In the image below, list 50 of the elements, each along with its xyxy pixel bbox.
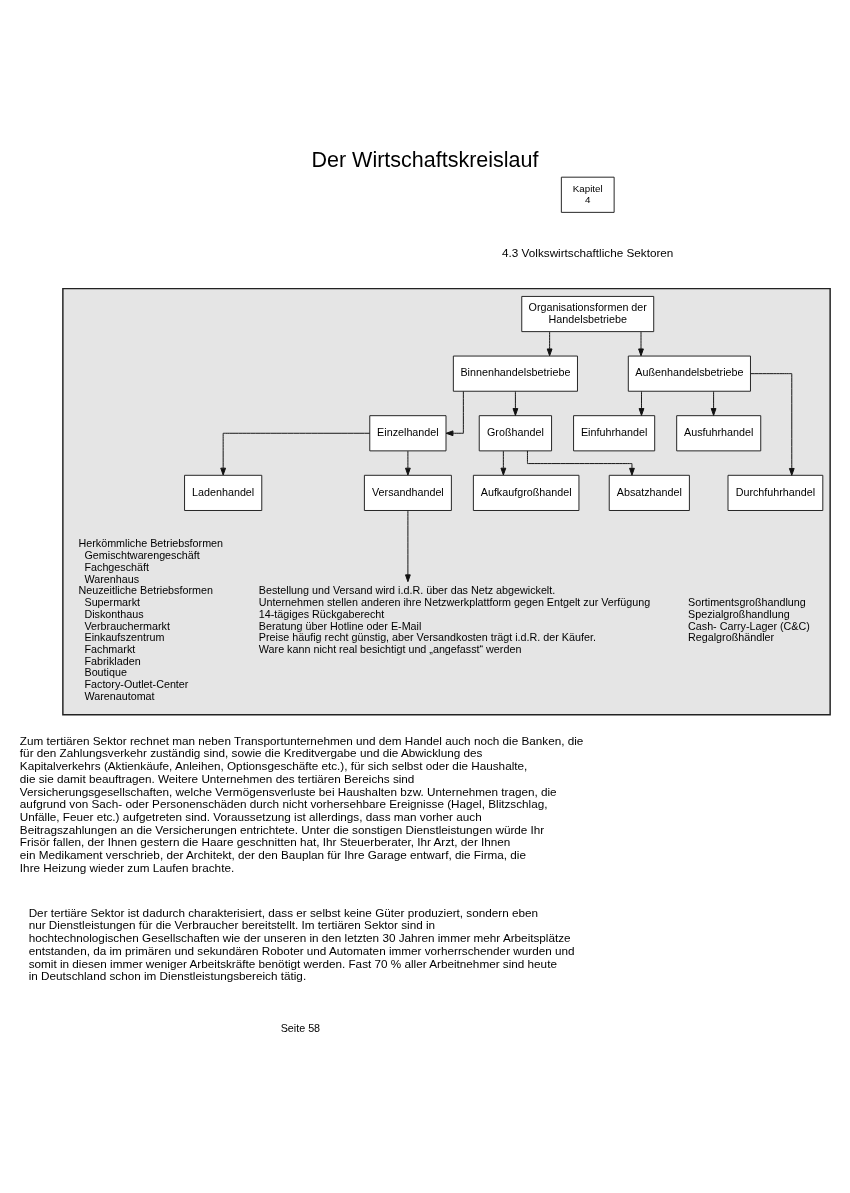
label: Zum tertiären Sektor rechnet man neben Transportunternehmen und dem Handel auch noch die Banken, die für den Zahlungsverkehr zuständig sind, sowie die Kreditvergabe und die Abwicklung des Kapitalverkehrs (Aktienkäufe, Anleihen, Optionsgeschäfte etc.), für sich selbst oder die Haushalte, die sie damit beauftragen. Weitere Unternehmen des tertiären Bereichs sind Versicherungsgesellschaften, welche Vermögensverluste bei Haushalten bzw. Unternehmen tragen, die aufgrund von Sach- oder Personenschäden durch nicht vorhersehbare Ereignisse (Hagel, Blitzschlag, Unfälle, Feuer etc.) aufgetreten sind. Voraussetzung ist allerdings, dass man vorher auch Beitragszahlungen an die Versicherungen entrichtete. Unter die sonstigen Dienstleistungen würde Ihr Frisör fallen, der Ihnen gestern die Haare geschnitten hat, Ihr Steuerberater, Ihr Arzt, der Ihnen ein Medikament verschrieb, der Architekt, der den Bauplan für Ihre Garage entwarf, die Firma, die Ihre Heizung wieder zum Laufen brachte.	[19, 733, 584, 874]
arrow	[512, 391, 519, 416]
label: Seite 58	[280, 1022, 321, 1035]
label: Verbrauchermarkt	[84, 619, 170, 632]
arrow	[405, 450, 411, 476]
label: Fachgeschäft	[84, 560, 150, 573]
node-box: Einfuhrhandel	[573, 415, 656, 452]
node-box: Ausfuhrhandel	[676, 415, 762, 452]
label: Sortimentsgroßhandlung	[688, 596, 806, 609]
label: Diskonthaus	[84, 607, 144, 620]
arrow	[638, 391, 645, 416]
node-box: Ladenhandel	[184, 474, 263, 511]
label: Spezialgroßhandlung	[688, 607, 790, 620]
node-box: Versandhandel	[363, 474, 452, 511]
label: Fachmarkt	[84, 642, 136, 655]
cluster	[62, 287, 831, 716]
arrow	[220, 432, 371, 476]
arrow	[710, 391, 717, 416]
arrow	[500, 450, 507, 476]
arrow	[638, 331, 644, 357]
node-box: Großhandel	[478, 415, 553, 452]
node-box: Aufkaufgroßhandel	[472, 474, 580, 511]
label: Regalgroßhändler	[688, 631, 775, 644]
diagram-title: Der Wirtschaftskreislauf	[311, 148, 539, 173]
arrow	[750, 373, 795, 476]
label: Warenhaus	[84, 572, 140, 585]
label: Supermarkt	[84, 596, 141, 609]
arrow	[546, 331, 553, 357]
label: Fabrikladen	[84, 654, 141, 667]
node-box: Einzelhandel	[369, 415, 447, 452]
node-box: Absatzhandel	[608, 474, 690, 511]
arrow	[445, 391, 464, 437]
label: Neuzeitliche Betriebsformen	[78, 584, 213, 597]
label: Herkömmliche Betriebsformen	[78, 537, 224, 550]
arrow	[405, 510, 411, 583]
node-text: Bestellung und Versand wird i.d.R. über das Netz abgewickelt. Unternehmen stellen anderen ihre Netzwerkplattform gegen Entgelt zur Verfügung 14-tägiges Rückgaberecht Beratung über Hotline oder E-Mail Preise häufig recht günstig, aber Versandkosten trägt i.d.R. der Käufer. Ware kann nicht real besichtigt und „angefasst“ werden	[258, 584, 651, 655]
arrow	[526, 450, 635, 476]
node-box: Binnenhandelsbetriebe	[452, 355, 578, 392]
node-box: Kapitel 4	[560, 176, 615, 213]
label: Cash- Carry-Lager (C&C)	[688, 619, 810, 632]
label: 4.3 Volkswirtschaftliche Sektoren	[502, 246, 674, 260]
node-box: Organisationsformen der Handelsbetriebe	[521, 295, 655, 333]
node-box: Durchfuhrhandel	[727, 474, 824, 511]
label: Der tertiäre Sektor ist dadurch charakterisiert, dass er selbst keine Güter produziert, sondern eben nur Dienstleistungen für die Verbraucher bereitstellt. Im tertiären Sektor sind in hochtechnologischen Gesellschaften wie der unseren in den letzten 30 Jahren immer mehr Arbeitsplätze entstanden, da im primären und sekundären Roboter und Automaten immer vorherrschender wurden und somit in diesen immer weniger Arbeitskräfte benötigt werden. Fast 70 % aller Arbeitnehmer sind heute in Deutschland schon im Dienstleistungsbereich tätig.	[28, 905, 575, 983]
label: Einkaufszentrum	[84, 631, 165, 644]
label: Factory-Outlet-Center	[84, 678, 189, 691]
label: Boutique	[84, 666, 127, 679]
label: Warenautomat	[84, 689, 155, 702]
label: Gemischtwarengeschäft	[84, 549, 200, 562]
node-box: Außenhandelsbetriebe	[627, 355, 751, 392]
